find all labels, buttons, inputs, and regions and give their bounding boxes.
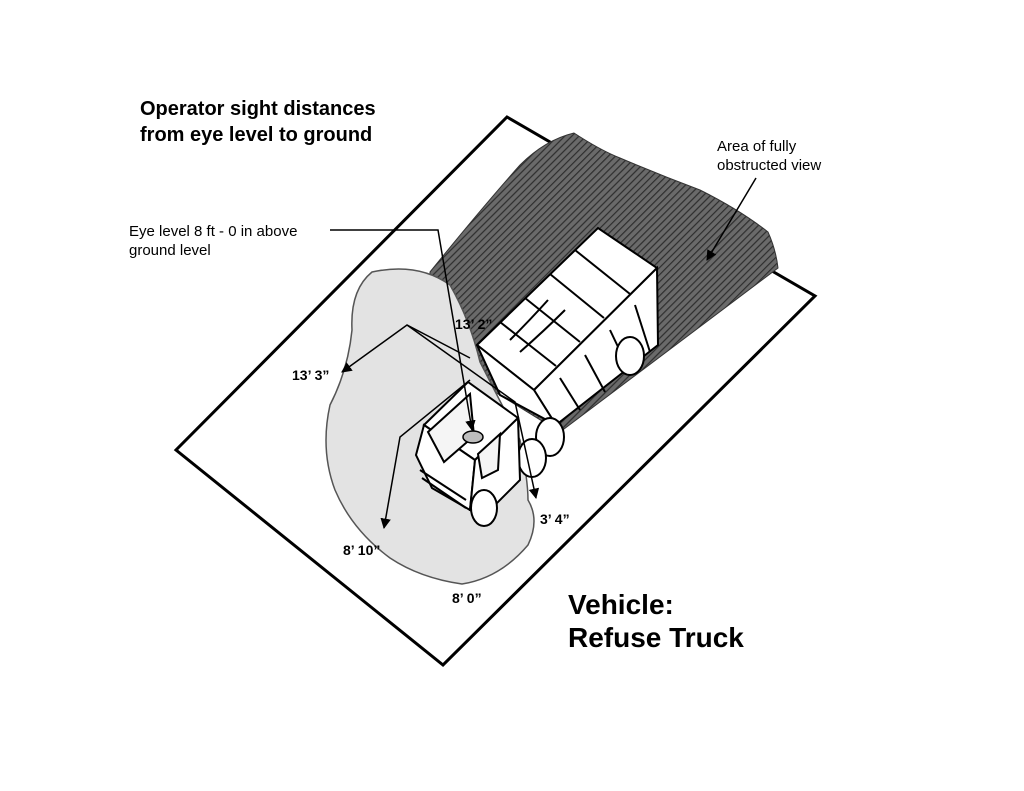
diagram-title: Operator sight distances from eye level … bbox=[140, 96, 440, 148]
dim-front-center: 8’ 0” bbox=[452, 590, 482, 606]
obstructed-line-1: Area of fully bbox=[717, 138, 797, 155]
vehicle-line-2: Refuse Truck bbox=[568, 622, 744, 653]
dim-top-center: 13’ 2” bbox=[455, 316, 493, 332]
dim-front-left-far: 13’ 3” bbox=[292, 367, 330, 383]
vehicle-line-1: Vehicle: bbox=[568, 589, 674, 620]
title-line-1: Operator sight distances bbox=[140, 98, 376, 120]
eye-line-2: ground level bbox=[129, 242, 211, 259]
dim-right-side: 3’ 4” bbox=[540, 511, 570, 527]
vehicle-label: Vehicle: Refuse Truck bbox=[568, 588, 744, 654]
obstructed-line-2: obstructed view bbox=[717, 157, 822, 174]
eye-point bbox=[462, 430, 484, 444]
sight-lines bbox=[330, 177, 757, 530]
eye-line-1: Eye level 8 ft - 0 in above bbox=[129, 223, 298, 240]
title-line-2: from eye level to ground bbox=[140, 124, 373, 146]
dim-front-left-near: 8’ 10” bbox=[343, 542, 381, 558]
refuse-truck bbox=[414, 226, 660, 527]
eye-level-label: Eye level 8 ft - 0 in above ground level bbox=[129, 222, 297, 260]
obstructed-area-label: Area of fully obstructed view bbox=[717, 137, 821, 175]
